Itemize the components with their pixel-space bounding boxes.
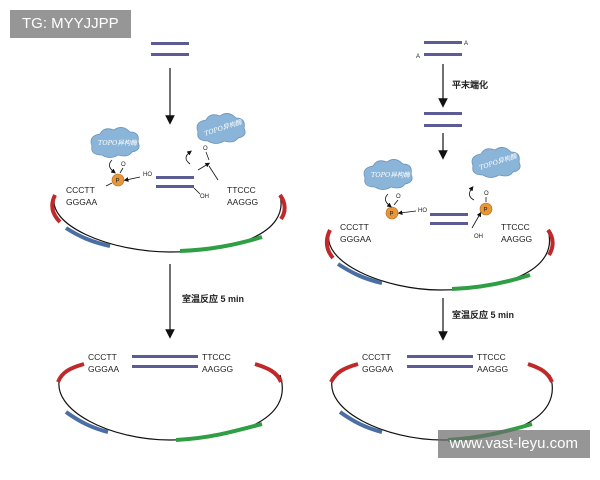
left-insert-mid (156, 176, 201, 195)
left-seq-rt: TTCCC (227, 185, 256, 195)
right-product: CCCTT GGGAA TTCCC AAGGG (329, 352, 554, 442)
left-prod-rt: TTCCC (202, 352, 231, 362)
left-seq-lb: GGGAA (66, 197, 98, 207)
right-enzyme-cloud-1: TOPO异构酶 (363, 159, 413, 190)
right-step-label: 室温反应 5 min (452, 309, 514, 320)
right-enzyme-label-1: TOPO异构酶 (371, 171, 411, 179)
left-o-2: O (203, 146, 208, 152)
right-insert-mid (430, 213, 468, 225)
left-oh-label: OH (200, 194, 209, 200)
left-seq-rb: AAGGG (227, 197, 258, 207)
right-o-2: O (484, 191, 489, 197)
left-vector-open (50, 193, 287, 253)
right-panel: A A 平末端化 TOPO异构酶 TOPO异构酶 O P HO O P (324, 41, 555, 442)
right-blunt-label: 平末端化 (452, 79, 488, 90)
left-prod-rb: AAGGG (202, 364, 233, 374)
left-phosphate-label: P (116, 179, 120, 185)
right-prod-rb: AAGGG (477, 364, 508, 374)
left-enzyme-cloud-2: TOPO异构酶 (196, 113, 246, 144)
left-product: CCCTT GGGAA TTCCC AAGGG (56, 352, 283, 442)
left-panel: TOPO异构酶 TOPO异构酶 O P HO O OH CCCTT GGGAA … (50, 42, 287, 442)
right-enzyme-cloud-2: TOPO异构酶 (471, 147, 521, 178)
right-seq-rb: AAGGG (501, 234, 532, 244)
right-phosphate-label-2: P (484, 208, 488, 214)
right-phosphate-label-1: P (390, 212, 394, 218)
right-vector-open (324, 228, 555, 291)
right-seq-lt: CCCTT (340, 222, 369, 232)
left-prod-lt: CCCTT (88, 352, 117, 362)
watermark-bottom: www.vast-leyu.com (437, 430, 590, 458)
right-hydroxyl-label: HO (418, 208, 427, 214)
left-o-1: O (121, 162, 126, 168)
left-seq-lt: CCCTT (66, 185, 95, 195)
left-enzyme-label-1: TOPO异构酶 (98, 139, 138, 147)
right-seq-lb: GGGAA (340, 234, 372, 244)
right-seq-rt: TTCCC (501, 222, 530, 232)
right-overhang-a-2: A (416, 54, 420, 60)
left-step-label: 室温反应 5 min (182, 293, 244, 304)
right-o-1: O (396, 194, 401, 200)
right-prod-rt: TTCCC (477, 352, 506, 362)
right-phosphate-2 (479, 202, 493, 216)
right-oh-label: OH (474, 234, 483, 240)
watermark-top: TG: MYYJJPP (10, 10, 131, 38)
right-insert-a-tailed: A A (416, 41, 468, 60)
right-insert-blunt (424, 112, 462, 127)
left-hydroxyl-label: HO (143, 172, 152, 178)
left-prod-lb: GGGAA (88, 364, 120, 374)
left-enzyme-cloud-1: TOPO异构酶 (90, 127, 140, 158)
right-overhang-a-1: A (464, 41, 468, 47)
left-insert-dna (151, 42, 189, 56)
right-prod-lb: GGGAA (362, 364, 394, 374)
right-prod-lt: CCCTT (362, 352, 391, 362)
